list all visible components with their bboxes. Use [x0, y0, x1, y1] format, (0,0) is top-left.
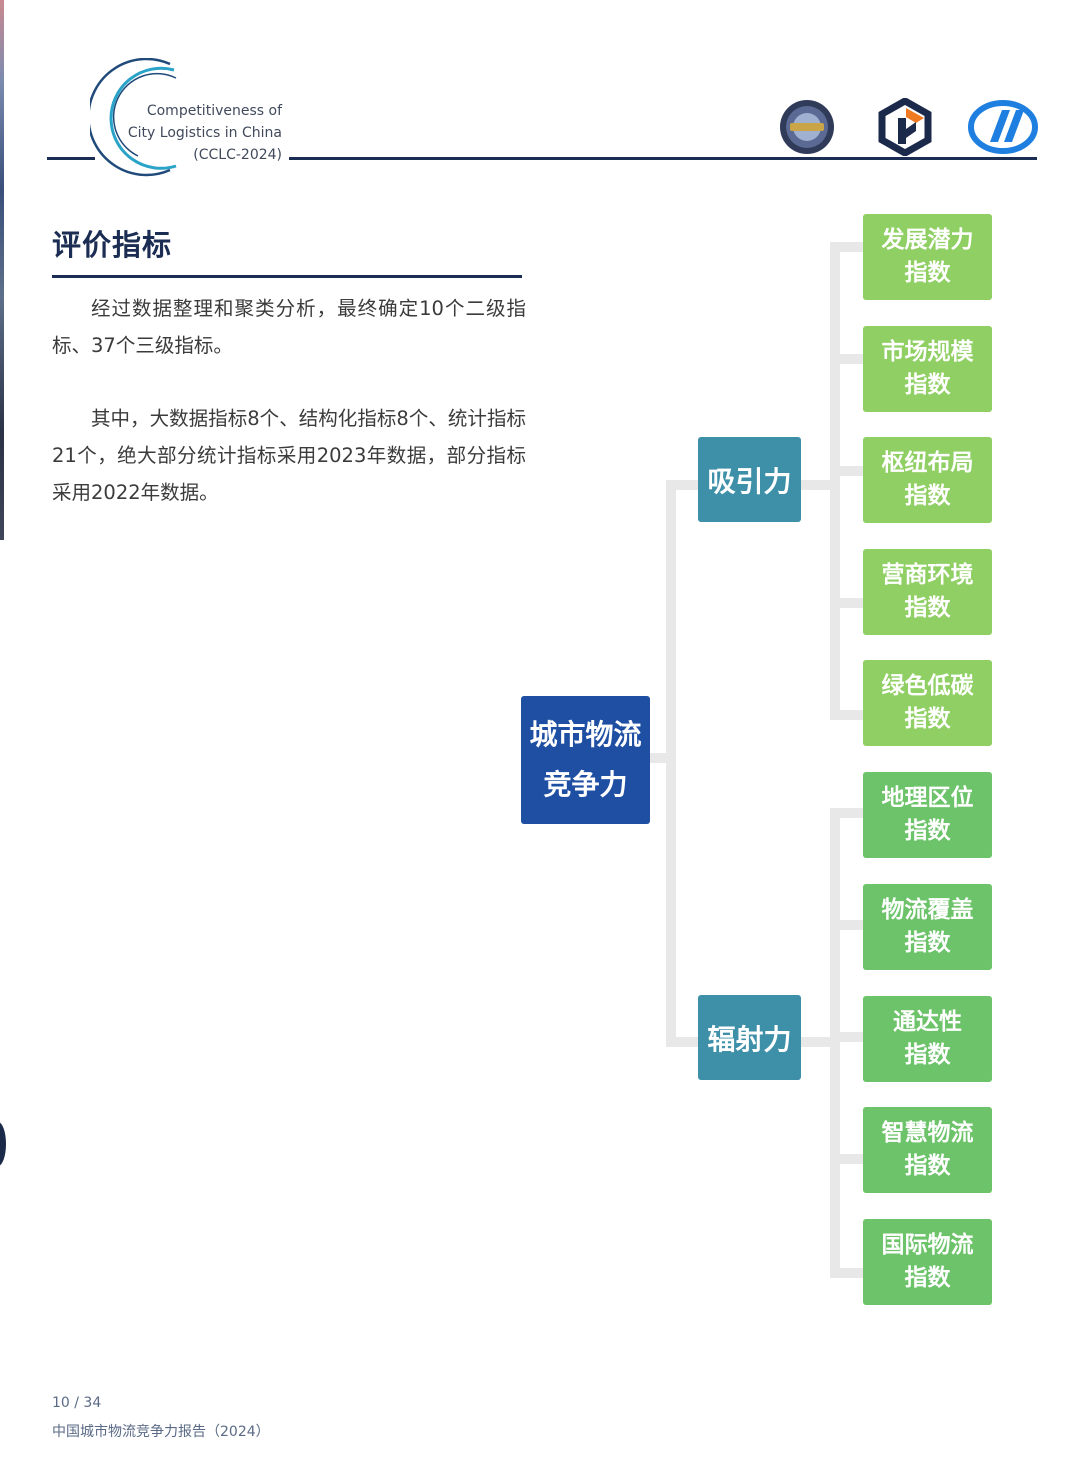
- leaf-label-line-1: 绿色低碳: [881, 673, 974, 699]
- leaf-label-line-2: 指数: [904, 483, 951, 509]
- branch-node-attraction: 吸引力: [698, 437, 801, 522]
- leaf-node: 通达性指数: [863, 996, 992, 1082]
- leaf-node: 发展潜力指数: [863, 214, 992, 300]
- page-number: 10 / 34: [52, 1395, 102, 1411]
- logo-line-3: (CCLC-2024): [193, 147, 282, 163]
- leaf-label-line-1: 地理区位: [881, 785, 974, 811]
- leaf-label-line-2: 指数: [904, 595, 951, 621]
- leaf-label-line-2: 指数: [904, 260, 951, 286]
- cclc-logo-arcs-icon: [90, 58, 177, 177]
- logo-line-2: City Logistics in China: [127, 125, 282, 141]
- leaf-label-line-2: 指数: [904, 818, 951, 844]
- leaf-node: 智慧物流指数: [863, 1107, 992, 1193]
- leaf-label-line-1: 智慧物流: [881, 1120, 974, 1146]
- branch-label: 辐射力: [707, 1022, 792, 1056]
- page-header: Competitiveness of City Logistics in Chi…: [0, 0, 1080, 180]
- report-title-footer: 中国城市物流竞争力报告（2024）: [52, 1424, 270, 1440]
- association-seal-icon: [780, 100, 834, 154]
- header-rule-right: [289, 157, 1037, 160]
- root-label-line-2: 竞争力: [543, 768, 628, 801]
- leaf-label-line-2: 指数: [904, 372, 951, 398]
- leaf-node: 市场规模指数: [863, 326, 992, 412]
- cclc-logo-text: Competitiveness of City Logistics in Chi…: [120, 100, 282, 166]
- section-title: 评价指标: [52, 228, 173, 262]
- section-title-underline: [52, 275, 522, 278]
- branch-label: 吸引力: [707, 464, 792, 498]
- leaf-node: 地理区位指数: [863, 772, 992, 858]
- leaf-label-line-1: 发展潜力: [881, 227, 974, 253]
- swoosh-logo-icon: [968, 100, 1038, 154]
- leaf-label-line-1: 市场规模: [881, 339, 974, 365]
- edge-decoration: [0, 1122, 6, 1166]
- leaf-label-line-1: 营商环境: [881, 562, 974, 588]
- header-rule-left: [47, 157, 95, 160]
- leaf-node: 枢纽布局指数: [863, 437, 992, 523]
- leaf-label-line-1: 枢纽布局: [881, 450, 974, 476]
- leaf-node: 绿色低碳指数: [863, 660, 992, 746]
- leaf-node: 营商环境指数: [863, 549, 992, 635]
- body-paragraph-1: 经过数据整理和聚类分析，最终确定10个二级指标、37个三级指标。: [52, 297, 526, 357]
- leaf-label-line-2: 指数: [904, 1042, 951, 1068]
- leaf-label-line-2: 指数: [904, 1265, 951, 1291]
- logo-line-1: Competitiveness of: [146, 103, 282, 119]
- edge-photo-strip: [0, 0, 4, 540]
- branch-node-radiation: 辐射力: [698, 995, 801, 1080]
- leaf-label-line-1: 物流覆盖: [881, 897, 974, 923]
- leaf-label-line-2: 指数: [904, 1153, 951, 1179]
- leaf-label-line-1: 通达性: [893, 1009, 962, 1035]
- leaf-node: 国际物流指数: [863, 1219, 992, 1305]
- root-label-line-1: 城市物流: [529, 718, 642, 751]
- leaf-label-line-1: 国际物流: [881, 1232, 974, 1258]
- k-logo-icon: [878, 98, 932, 156]
- tree-root-node: 城市物流 竞争力: [521, 696, 650, 824]
- leaf-label-line-2: 指数: [904, 930, 951, 956]
- leaf-node: 物流覆盖指数: [863, 884, 992, 970]
- leaf-label-line-2: 指数: [904, 706, 951, 732]
- body-paragraph-2: 其中，大数据指标8个、结构化指标8个、统计指标21个，绝大部分统计指标采用202…: [52, 407, 526, 504]
